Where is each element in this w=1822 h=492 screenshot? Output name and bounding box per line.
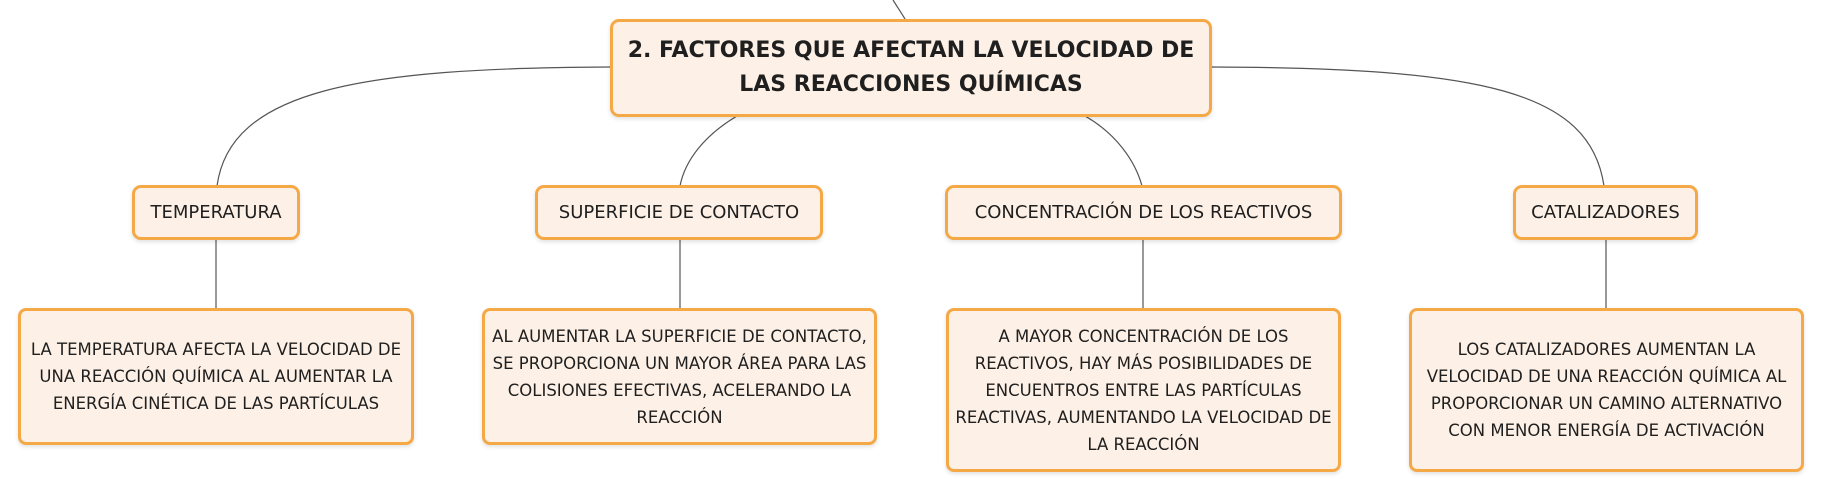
root-topic-title: 2. FACTORES QUE AFECTAN LA VELOCIDAD DE …	[627, 38, 1195, 97]
root-topic[interactable]: 2. FACTORES QUE AFECTAN LA VELOCIDAD DE …	[610, 19, 1212, 117]
detail-catalizadores[interactable]: LOS CATALIZADORES AUMENTAN LA VELOCIDAD …	[1409, 308, 1804, 472]
topic-temperatura[interactable]: TEMPERATURA	[132, 185, 300, 240]
connector-from-parent	[892, 0, 906, 20]
detail-temperatura-text: LA TEMPERATURA AFECTA LA VELOCIDAD DE UN…	[30, 340, 402, 413]
topic-concentracion-de-los-reactivos[interactable]: CONCENTRACIÓN DE LOS REACTIVOS	[945, 185, 1342, 240]
topic-superficie-de-contacto[interactable]: SUPERFICIE DE CONTACTO	[535, 185, 823, 240]
detail-superficie-de-contacto[interactable]: AL AUMENTAR LA SUPERFICIE DE CONTACTO, S…	[482, 308, 877, 445]
connector-root-to-catalizadores	[1210, 66, 1605, 187]
connector-root-to-concentracion	[1084, 115, 1143, 187]
connector-root-to-temperatura	[216, 66, 611, 187]
detail-concentracion-text: A MAYOR CONCENTRACIÓN DE LOS REACTIVOS, …	[955, 326, 1332, 454]
connector-root-to-superficie	[679, 115, 738, 187]
topic-temperatura-label: TEMPERATURA	[150, 202, 282, 223]
detail-concentracion-de-los-reactivos[interactable]: A MAYOR CONCENTRACIÓN DE LOS REACTIVOS, …	[946, 308, 1341, 472]
topic-superficie-label: SUPERFICIE DE CONTACTO	[558, 202, 800, 223]
topic-catalizadores-label: CATALIZADORES	[1531, 202, 1680, 223]
topic-concentracion-label: CONCENTRACIÓN DE LOS REACTIVOS	[974, 202, 1313, 223]
detail-temperatura[interactable]: LA TEMPERATURA AFECTA LA VELOCIDAD DE UN…	[18, 308, 414, 445]
topic-catalizadores[interactable]: CATALIZADORES	[1513, 185, 1698, 240]
detail-catalizadores-text: LOS CATALIZADORES AUMENTAN LA VELOCIDAD …	[1426, 340, 1787, 440]
detail-superficie-text: AL AUMENTAR LA SUPERFICIE DE CONTACTO, S…	[492, 326, 867, 427]
